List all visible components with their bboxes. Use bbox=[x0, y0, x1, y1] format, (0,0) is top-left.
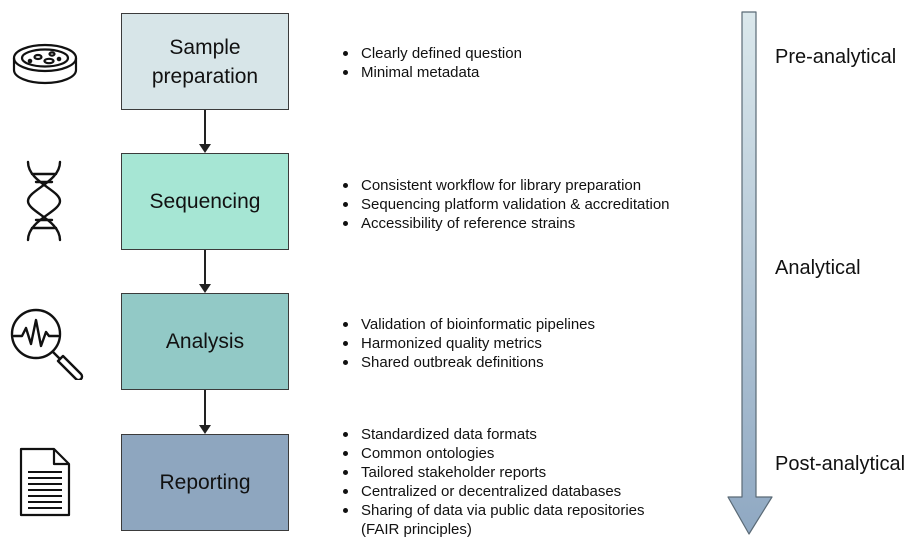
bullet-item: Accessibility of reference strains bbox=[340, 214, 670, 233]
connector-line-2 bbox=[204, 250, 206, 284]
bullet-item: Tailored stakeholder reports bbox=[340, 463, 645, 482]
phase-label-post-analytical: Post-analytical bbox=[775, 453, 906, 475]
bullet-list-sample-preparation: Clearly defined question Minimal metadat… bbox=[340, 44, 522, 82]
petri-dish-icon bbox=[12, 43, 78, 85]
bullet-item-continuation: (FAIR principles) bbox=[361, 521, 472, 538]
bullet-list-sequencing: Consistent workflow for library preparat… bbox=[340, 176, 670, 233]
bullet-list-reporting: Standardized data formats Common ontolog… bbox=[340, 425, 645, 539]
bullet-item: Standardized data formats bbox=[340, 425, 645, 444]
bullet-item: Validation of bioinformatic pipelines bbox=[340, 315, 595, 334]
phase-label-pre-analytical: Pre-analytical bbox=[775, 46, 897, 68]
stage-box-analysis: Analysis bbox=[121, 293, 289, 390]
bullet-item: Consistent workflow for library preparat… bbox=[340, 176, 670, 195]
analysis-magnifier-icon bbox=[10, 308, 84, 380]
connector-line-1 bbox=[204, 110, 206, 144]
phase-label-analytical: Analytical bbox=[775, 257, 861, 279]
bullet-list-analysis: Validation of bioinformatic pipelines Ha… bbox=[340, 315, 595, 372]
bullet-item: Common ontologies bbox=[340, 444, 645, 463]
stage-label-analysis: Analysis bbox=[165, 330, 245, 353]
dna-icon bbox=[26, 160, 62, 242]
stage-label-sample-preparation: Sample preparation bbox=[151, 35, 259, 88]
timeline-arrow bbox=[727, 11, 773, 535]
bullet-item: Sequencing platform validation & accredi… bbox=[340, 195, 670, 214]
stage-box-sequencing: Sequencing bbox=[121, 153, 289, 250]
stage-label-sequencing: Sequencing bbox=[149, 190, 261, 213]
connector-arrowhead-3 bbox=[199, 425, 211, 434]
stage-box-reporting: Reporting bbox=[121, 434, 289, 531]
stage-label-reporting: Reporting bbox=[159, 471, 251, 494]
connector-arrowhead-1 bbox=[199, 144, 211, 153]
bullet-item: Clearly defined question bbox=[340, 44, 522, 63]
bullet-item: Centralized or decentralized databases bbox=[340, 482, 645, 501]
stage-box-sample-preparation: Sample preparation bbox=[121, 13, 289, 110]
bullet-item: Shared outbreak definitions bbox=[340, 353, 595, 372]
bullet-item: Minimal metadata bbox=[340, 63, 522, 82]
bullet-item: Sharing of data via public data reposito… bbox=[340, 501, 645, 520]
bullet-item: Harmonized quality metrics bbox=[340, 334, 595, 353]
document-icon bbox=[19, 447, 71, 517]
connector-arrowhead-2 bbox=[199, 284, 211, 293]
connector-line-3 bbox=[204, 390, 206, 425]
